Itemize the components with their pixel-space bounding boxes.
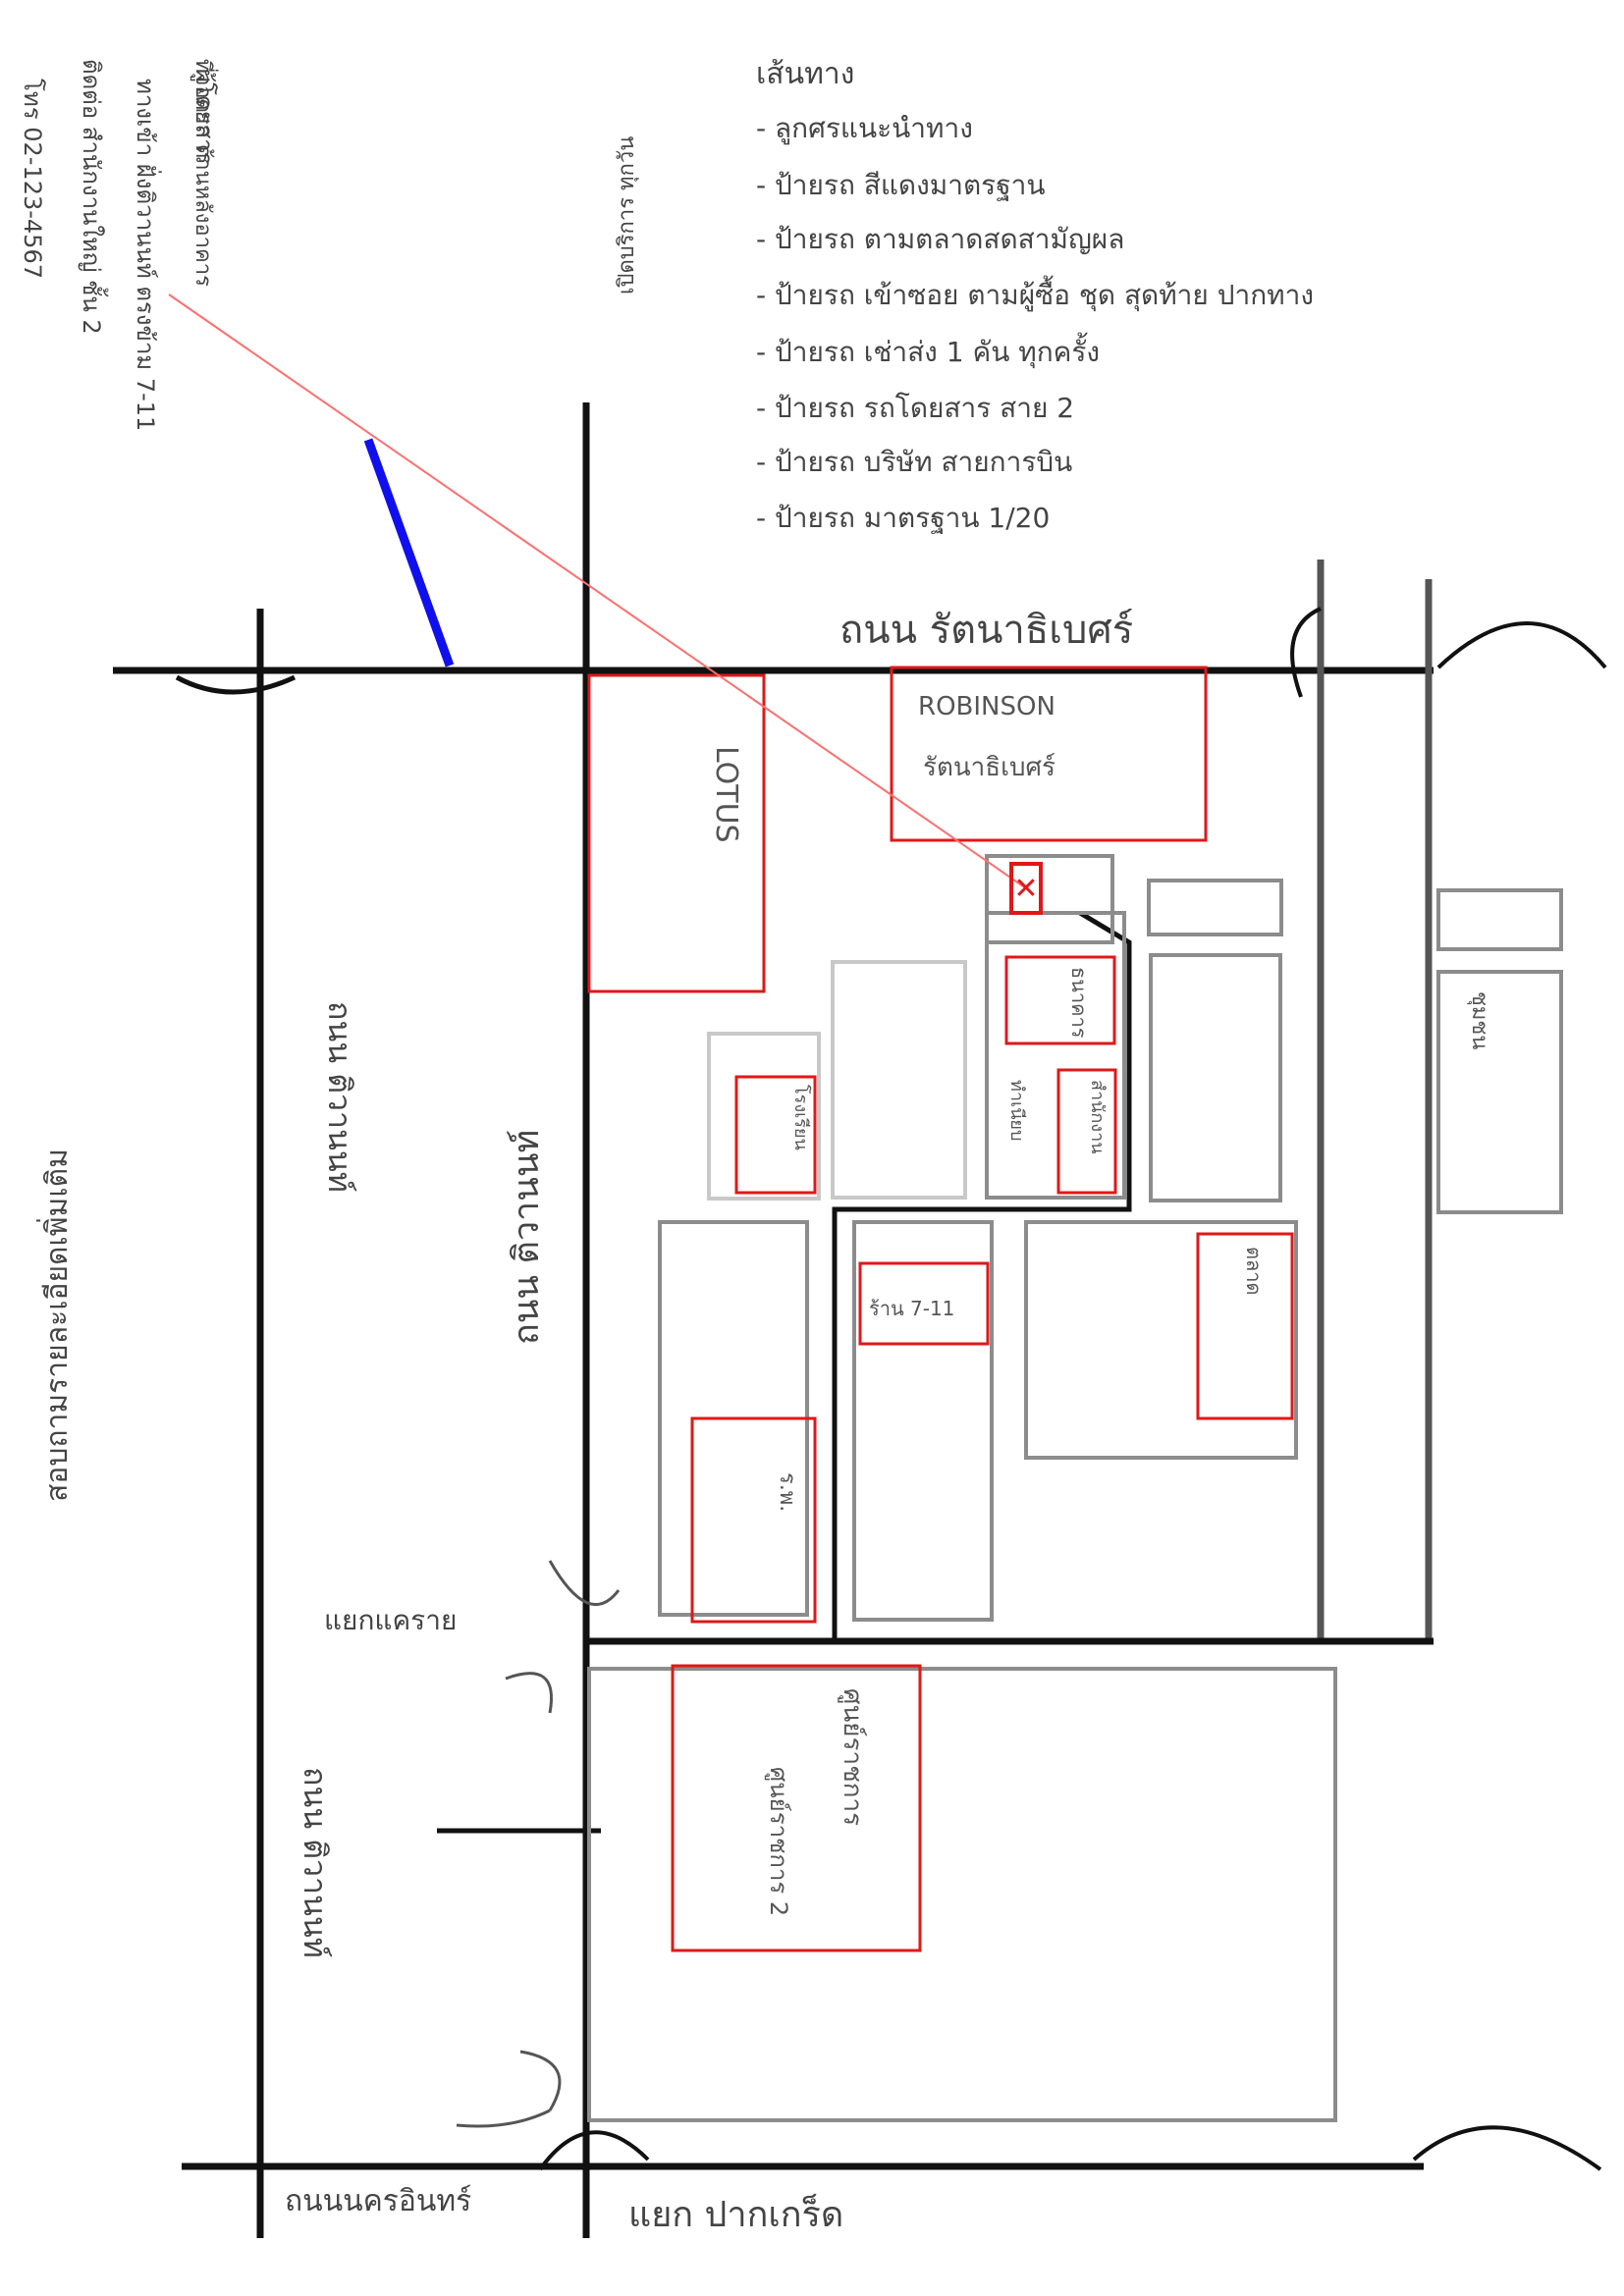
legend-item: - ลูกศรแนะนำทาง bbox=[756, 112, 973, 145]
route-line bbox=[168, 294, 1027, 889]
place-label-community: ชุมชน bbox=[1467, 991, 1491, 1049]
road-label-top-main: ถนน รัตนาธิเบศร์ bbox=[839, 608, 1133, 653]
highlight-gov bbox=[671, 1664, 922, 1952]
side-text-far-left: สอบถามรายละเอียดเพิ่มเติม bbox=[36, 1148, 75, 1502]
legend-item: - ป้ายรถ บริษัท สายการบิน bbox=[756, 446, 1072, 478]
side-text-col-2: ติดต่อ สำนักงานใหญ่ ชั้น 2 bbox=[78, 59, 109, 335]
highlight-711 bbox=[858, 1261, 990, 1346]
place-label-lotus: LOTUS bbox=[709, 746, 743, 843]
side-text-hours: เปิดบริการ ทุกวัน bbox=[615, 136, 639, 294]
highlight-robinson bbox=[890, 666, 1208, 842]
highlight-lotus bbox=[587, 673, 766, 993]
legend-item: - ป้ายรถ มาตรฐาน 1/20 bbox=[756, 502, 1050, 534]
legend-item: - ป้ายรถ เข้าซอย ตามผู้ซื้อ ชุด สุดท้าย … bbox=[756, 275, 1314, 312]
block-j bbox=[1436, 888, 1563, 951]
overpass-arc-bottom-a bbox=[538, 2130, 650, 2171]
ramp-curve-b bbox=[505, 1672, 553, 1714]
highlight-school bbox=[734, 1075, 817, 1195]
side-text-col-1: โทร 02-123-4567 bbox=[19, 79, 46, 279]
destination-x-icon: ✕ bbox=[1013, 872, 1038, 906]
overpass-arc-bottom-b bbox=[1412, 2125, 1602, 2171]
overpass-arc-right-a bbox=[1290, 607, 1322, 698]
road-network bbox=[113, 402, 1607, 2238]
place-label-gov-center: ศูนย์ราชการ bbox=[838, 1688, 867, 1826]
road-label-vertical-main: ถนน ติวานนท์ bbox=[507, 1130, 547, 1345]
place-label-school: โรงเรียน bbox=[790, 1085, 812, 1150]
ramp-curve-a bbox=[548, 1560, 621, 1607]
place-label-robinson-th: รัตนาธิเบศร์ bbox=[923, 753, 1056, 782]
road-label-vertical-left-upper: ถนน ติวานนท์ bbox=[321, 1001, 358, 1193]
side-text-col-3: ทางเข้า ฝั่งติวานนท์ ตรงข้าม 7-11 bbox=[132, 79, 162, 431]
side-text-top-col: ผู้โดยสาร bbox=[189, 69, 218, 165]
road-label-bottom-left: ถนนนครอินทร์ bbox=[285, 2184, 471, 2218]
overpass-arc-right-b bbox=[1436, 621, 1607, 669]
place-label-711: ร้าน 7-11 bbox=[869, 1297, 954, 1320]
city-blocks bbox=[587, 854, 1563, 2122]
legend-heading: เส้นทาง bbox=[756, 57, 854, 91]
block-h bbox=[852, 1220, 994, 1622]
ramp-curve-d bbox=[456, 2109, 551, 2128]
legend: เส้นทาง - ลูกศรแนะนำทาง - ป้ายรถ สีแดงมา… bbox=[756, 57, 1314, 534]
side-text-col-4: ที่จอดรถ ด้านหลังอาคาร bbox=[190, 59, 219, 287]
place-label-robinson-en: ROBINSON bbox=[918, 692, 1056, 721]
road-label-bottom-right: แยก ปากเกร็ด bbox=[628, 2192, 843, 2235]
overpass-arc-left bbox=[175, 674, 297, 695]
place-label-market: ตลาด bbox=[1242, 1247, 1266, 1295]
place-label-bank: ธนาคาร bbox=[1067, 967, 1091, 1039]
place-label-office-b: ทำเนียบ bbox=[1006, 1080, 1027, 1141]
block-b bbox=[1147, 879, 1283, 936]
place-label-hospital: ร.พ. bbox=[775, 1472, 799, 1512]
block-l bbox=[587, 1667, 1337, 2122]
block-k bbox=[1436, 970, 1563, 1214]
block-e bbox=[707, 1032, 821, 1201]
highlight-boxes bbox=[587, 666, 1294, 1952]
block-d bbox=[831, 960, 967, 1200]
block-c bbox=[1149, 953, 1282, 1202]
highlight-hospital bbox=[690, 1416, 817, 1624]
road-label-side-soi: แยกแคราย bbox=[324, 1604, 457, 1636]
access-mark bbox=[363, 438, 455, 667]
place-label-gov-center-2: ศูนย์ราชการ 2 bbox=[764, 1767, 792, 1916]
destination-marker: ✕ bbox=[1009, 862, 1043, 915]
block-i bbox=[1024, 1220, 1298, 1460]
road-label-vertical-left-lower: ถนน ติวานนท์ bbox=[297, 1767, 334, 1958]
block-a bbox=[985, 854, 1114, 944]
legend-item: - ป้ายรถ เช่าส่ง 1 คัน ทุกครั้ง bbox=[756, 332, 1100, 369]
block-f bbox=[985, 911, 1126, 1200]
place-label-office-a: สำนักงาน bbox=[1087, 1080, 1108, 1154]
highlight-market bbox=[1196, 1232, 1294, 1420]
legend-item: - ป้ายรถ สีแดงมาตรฐาน bbox=[756, 169, 1046, 201]
highlight-office-a bbox=[1056, 1068, 1117, 1195]
ramp-curve-c bbox=[519, 2050, 562, 2111]
highlight-bank bbox=[1004, 955, 1116, 1045]
legend-item: - ป้ายรถ รถโดยสาร สาย 2 bbox=[756, 392, 1074, 424]
legend-item: - ป้ายรถ ตามตลาดสดสามัญผล bbox=[756, 223, 1124, 255]
